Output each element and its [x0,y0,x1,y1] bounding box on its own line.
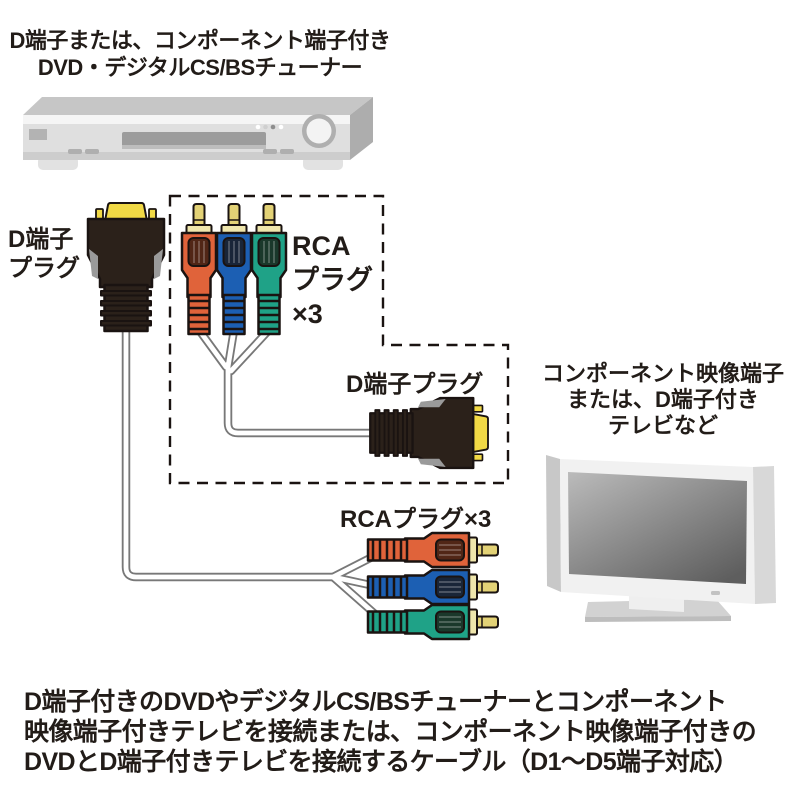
tv-indicator [711,591,720,595]
dvd-side-face [350,97,373,160]
dvd-indicator-light [255,124,261,130]
d-plug-upright [86,201,166,333]
tv-stand-neck [629,596,684,612]
rca-plug-up-blue [215,202,253,336]
rca-plugs-box-label: RCA プラグ ×3 [292,231,373,329]
dvd-indicator-light [278,124,284,130]
d-plug-right-label: D端子プラグ [346,371,484,398]
cable-runs [121,297,401,627]
dvd-top-face [23,97,373,115]
product-description: D端子付きのDVDやデジタルCS/BSチューナーとコンポーネント 映像端子付きテ… [24,688,757,776]
dvd-button [68,149,82,154]
tv-screen [568,472,747,584]
rca-plug-up-green [250,202,288,336]
cable-outline [121,297,401,627]
source-device-label: D端子または、コンポーネント端子付き DVD・デジタルCS/BSチューナー [0,27,400,81]
rca-plug-right-blue [366,568,500,606]
dvd-button [85,149,99,154]
d-plug-left-label: D端子 プラグ [8,226,80,282]
dvd-player-illustration [23,97,373,170]
dvd-display [29,129,47,140]
dashed-callout-box [168,194,510,485]
dvd-indicator-light [270,124,276,130]
tv-left-side [546,455,561,592]
rca-plug-up-orange [180,202,218,336]
dvd-disc-tray [122,132,266,149]
rca-plugs-bottom-label: RCAプラグ×3 [340,506,492,533]
source-device-label-line1: D端子または、コンポーネント端子付き [9,28,391,53]
d-plug-horizontal [369,396,490,470]
rca-plug-right-orange [366,531,500,569]
dvd-indicator-light [263,124,268,130]
source-device-label-line2: DVD・デジタルCS/BSチューナー [37,55,363,80]
dvd-button [280,149,294,154]
rca-plug-right-green [366,603,500,641]
tv-right-side [753,466,776,604]
target-device-label: コンポーネント映像端子 または、D端子付き テレビなど [541,361,784,438]
tv-illustration [546,455,776,622]
dvd-button [263,149,277,154]
